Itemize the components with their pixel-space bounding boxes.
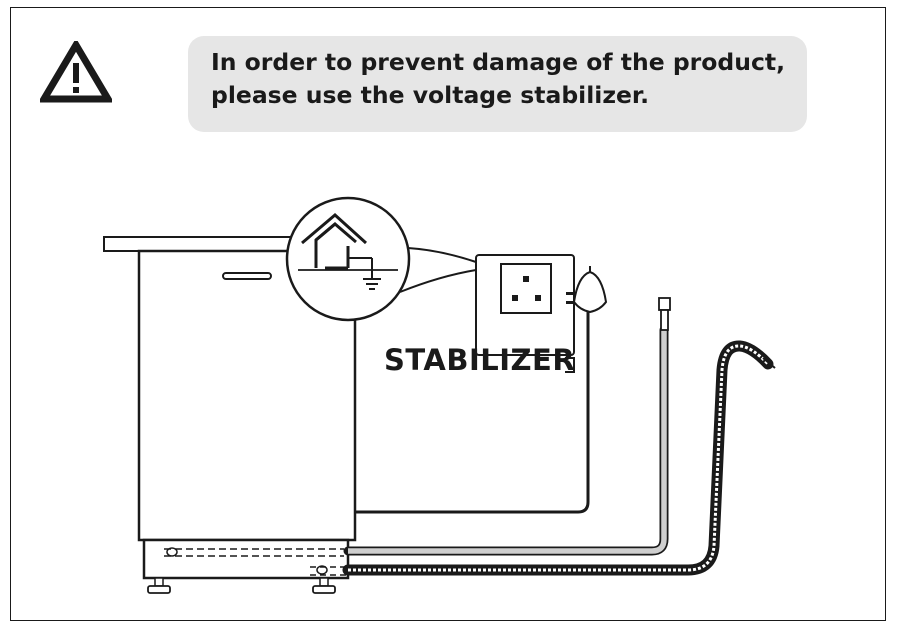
power-cord: [356, 312, 590, 514]
dishwasher-base: [142, 538, 350, 580]
power-plug-icon: [566, 266, 608, 314]
warning-triangle-icon: [40, 41, 112, 103]
house-ground-icon: [301, 213, 381, 290]
water-inlet-hose: [343, 297, 671, 556]
stabilizer-label: STABILIZER: [384, 343, 576, 377]
diagram-frame: [10, 7, 886, 621]
notice-line-1: In order to prevent damage of the produc…: [211, 48, 786, 76]
adjustable-feet: [147, 577, 336, 594]
wall-socket-icon: [500, 263, 552, 314]
countertop: [103, 236, 305, 252]
drain-hose: [342, 340, 776, 576]
notice-line-2: please use the voltage stabilizer.: [211, 81, 650, 109]
warning-notice: In order to prevent damage of the produc…: [188, 36, 807, 132]
